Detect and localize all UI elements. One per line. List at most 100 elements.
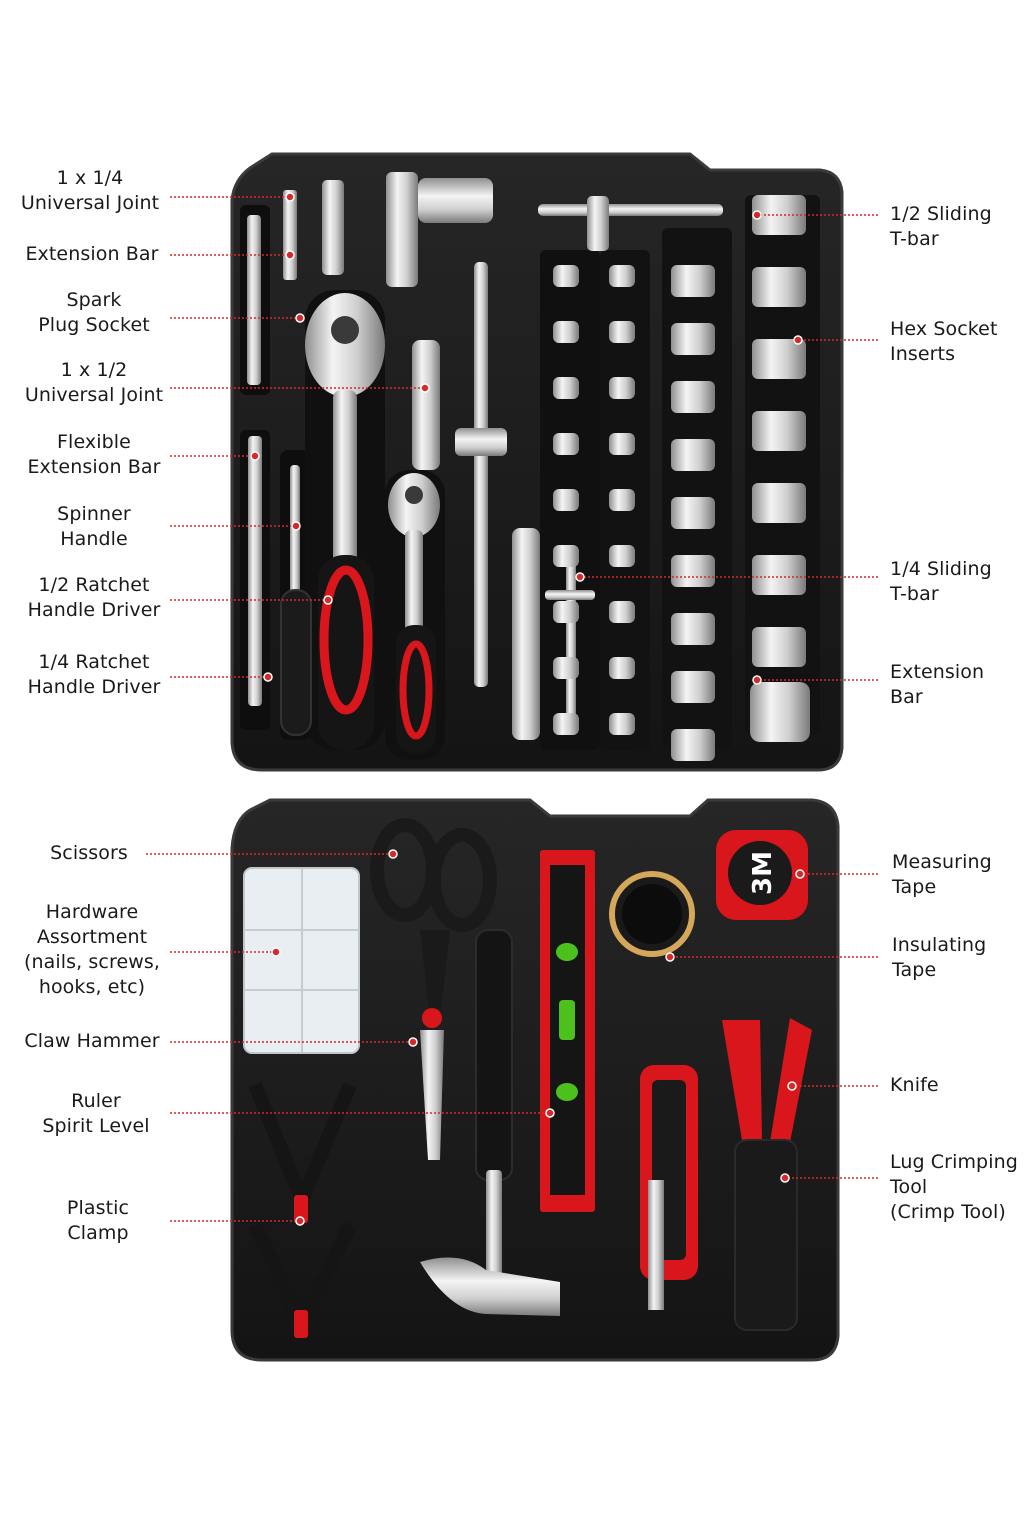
leader-dot — [323, 595, 333, 605]
spark-plug-socket-tool — [386, 172, 418, 287]
label-hex-socket-inserts: Hex Socket Inserts — [890, 318, 998, 365]
leader-dot — [665, 952, 675, 962]
socket-small — [553, 657, 579, 679]
leader-dot — [295, 313, 305, 323]
label-half-sliding-tbar: 1/2 Sliding T-bar — [890, 203, 992, 250]
label-plastic-clamp: Plastic Clamp — [66, 1197, 130, 1244]
socket-medium — [671, 323, 715, 355]
socket-large — [752, 627, 806, 667]
socket-small — [553, 489, 579, 511]
leader-dot — [250, 451, 260, 461]
socket-large — [752, 483, 806, 523]
insulating-tape-core — [622, 884, 682, 944]
socket-large — [752, 555, 806, 595]
socket-medium — [671, 381, 715, 413]
extension-bar-tool — [512, 528, 540, 740]
quarter-ratchet-tool — [388, 473, 440, 753]
socket-small — [553, 545, 579, 567]
socket-small — [609, 321, 635, 343]
label-half-ratchet: 1/2 Ratchet Handle Driver — [27, 574, 161, 621]
extension-bar-small-tool — [283, 190, 297, 280]
label-extension-bar-large: Extension Bar — [890, 661, 985, 708]
large-socket-tool — [418, 178, 493, 223]
socket-small — [609, 489, 635, 511]
socket-small — [609, 377, 635, 399]
ruler-spirit-level-tool — [540, 850, 595, 1212]
half-ratchet-tool — [305, 293, 385, 750]
half-sliding-tbar-tool — [538, 204, 723, 216]
leader-dot — [420, 383, 430, 393]
socket-small — [609, 657, 635, 679]
spinner-handle-grip — [280, 589, 312, 736]
recess — [745, 195, 820, 735]
socket-small — [609, 601, 635, 623]
long-spinner-bar — [474, 262, 488, 687]
label-universal-joint-half: 1 x 1/2 Universal Joint — [24, 359, 164, 406]
top-case — [230, 152, 844, 772]
universal-joint-half-tool — [412, 340, 440, 470]
spinner-handle-shaft — [290, 465, 300, 605]
socket-small — [553, 601, 579, 623]
socket-medium — [671, 729, 715, 761]
socket-medium — [671, 439, 715, 471]
socket-small — [609, 545, 635, 567]
knife-tool — [640, 1065, 698, 1310]
label-scissors: Scissors — [50, 842, 128, 864]
leader-dot — [263, 672, 273, 682]
half-sliding-tbar-head — [587, 196, 609, 251]
leader-dot — [793, 335, 803, 345]
label-insulating-tape: Insulating Tape — [892, 934, 987, 981]
socket-small — [553, 433, 579, 455]
socket-small — [553, 377, 579, 399]
leader-dot — [575, 572, 585, 582]
socket-medium — [671, 613, 715, 645]
hex-socket-inserts-group — [553, 195, 806, 761]
measuring-tape-tool: 3M — [716, 830, 808, 920]
leader-dot — [752, 210, 762, 220]
socket-large — [752, 267, 806, 307]
leader-dot — [271, 947, 281, 957]
recess — [662, 228, 732, 748]
long-spinner-cross — [455, 428, 507, 456]
leader-dot — [545, 1108, 555, 1118]
socket-medium — [671, 265, 715, 297]
scissors-tool — [370, 818, 497, 1160]
socket-small — [609, 265, 635, 287]
leader-dot — [795, 869, 805, 879]
socket-large — [752, 339, 806, 379]
socket-small — [553, 265, 579, 287]
leader-dot — [780, 1173, 790, 1183]
label-hardware-assortment: Hardware Assortment (nails, screws, hook… — [23, 901, 161, 998]
leader-dot — [295, 1216, 305, 1226]
label-spinner-handle: Spinner Handle — [57, 503, 131, 550]
leader-dot — [787, 1081, 797, 1091]
universal-joint-quarter-tool — [322, 180, 344, 275]
flexible-extension-tool — [248, 436, 262, 706]
label-lug-crimping-tool: Lug Crimping Tool (Crimp Tool) — [890, 1151, 1018, 1223]
quarter-sliding-tbar-cross — [545, 590, 595, 600]
label-flexible-extension-bar: Flexible Extension Bar — [27, 431, 161, 478]
plastic-clamp-tool — [248, 1082, 357, 1342]
leader-dot — [388, 849, 398, 859]
leader-dot — [752, 675, 762, 685]
large-socket-bottom — [750, 682, 810, 742]
socket-small — [609, 713, 635, 735]
leader-dot — [408, 1037, 418, 1047]
socket-medium — [671, 671, 715, 703]
socket-large — [752, 411, 806, 451]
socket-small — [553, 321, 579, 343]
hardware-assortment-dividers — [244, 868, 359, 1053]
socket-medium — [671, 555, 715, 587]
socket-medium — [671, 497, 715, 529]
label-quarter-ratchet: 1/4 Ratchet Handle Driver — [27, 651, 161, 698]
label-claw-hammer: Claw Hammer — [24, 1030, 160, 1052]
label-measuring-tape: Measuring Tape — [892, 851, 992, 898]
tape-mark: 3M — [748, 851, 778, 895]
socket-small — [553, 713, 579, 735]
label-quarter-sliding-tbar: 1/4 Sliding T-bar — [890, 558, 992, 605]
leader-lines — [146, 192, 878, 1226]
leader-dot — [285, 250, 295, 260]
label-universal-joint-quarter: 1 x 1/4 Universal Joint — [20, 167, 160, 214]
